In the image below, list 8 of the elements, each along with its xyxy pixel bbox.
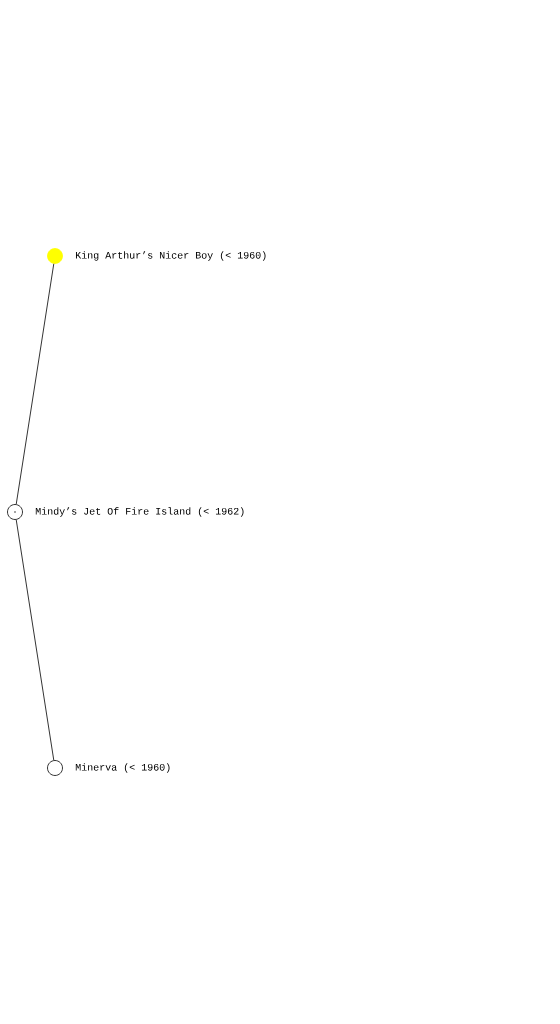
node-label: Mindy’s Jet Of Fire Island (< 1962) — [35, 507, 244, 517]
node-label: Minerva (< 1960) — [75, 763, 170, 773]
circle-marker — [47, 248, 63, 264]
circle-marker — [7, 504, 23, 520]
node-label: King Arthur’s Nicer Boy (< 1960) — [76, 251, 266, 261]
circle-marker — [47, 760, 63, 776]
connector-line — [15, 519, 55, 761]
connector-line — [15, 263, 55, 505]
